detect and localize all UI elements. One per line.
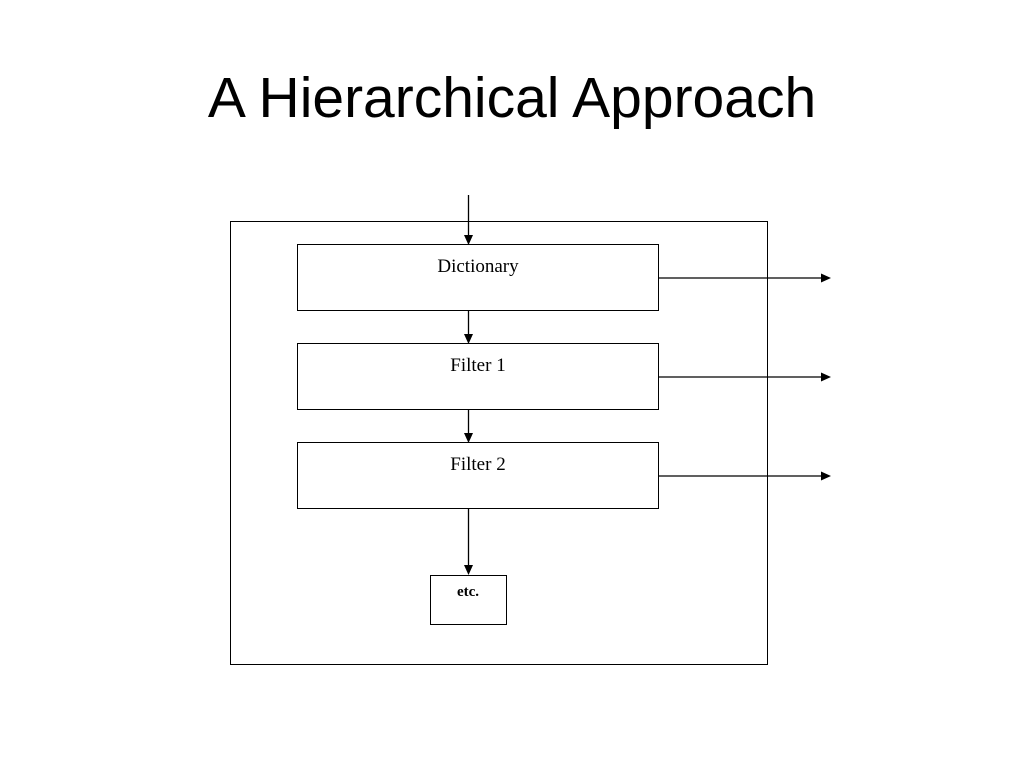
dictionary-output-arrowhead: [821, 273, 831, 283]
dictionary-box: [297, 244, 659, 311]
filter1-output-arrowhead: [821, 372, 831, 382]
filter2-to-etc-arrowhead: [464, 565, 473, 575]
filter1-box: [297, 343, 659, 410]
filter1-to-filter2-arrowhead: [464, 433, 473, 443]
dictionary-label: Dictionary: [437, 256, 519, 277]
slide-title: A Hierarchical Approach: [207, 66, 817, 130]
etc-label: etc.: [457, 584, 479, 600]
filter2-box: [297, 442, 659, 509]
dictionary-to-filter1-arrowhead: [464, 334, 473, 344]
etc-box: [430, 575, 507, 625]
filter2-output-arrowhead: [821, 471, 831, 481]
filter2-label: Filter 2: [450, 454, 505, 475]
input-arrowhead: [464, 235, 473, 245]
filter1-label: Filter 1: [450, 355, 505, 376]
